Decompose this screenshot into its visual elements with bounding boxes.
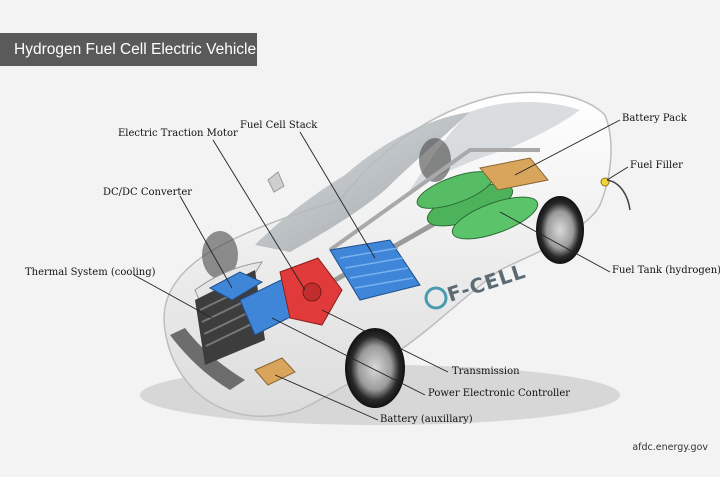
radiator — [195, 270, 265, 365]
front-wheel — [345, 328, 405, 408]
side-mirror — [267, 171, 285, 193]
coolant-line — [328, 148, 540, 252]
dcdc-converter-unit — [208, 271, 264, 301]
fuel-filler-cable — [606, 179, 631, 211]
source-credit: afdc.energy.gov — [632, 442, 708, 453]
aux-battery-unit — [254, 357, 296, 386]
leader-power-controller — [271, 317, 426, 396]
label-fuel-filler: Fuel Filler — [630, 160, 683, 171]
rear-wheel — [536, 196, 584, 264]
motor-hub — [302, 282, 322, 302]
hydrogen-tanks — [416, 171, 539, 240]
page-title: Hydrogen Fuel Cell Electric Vehicle — [0, 33, 257, 66]
leader-fuel-filler — [606, 166, 629, 181]
battery-pack-unit — [479, 157, 549, 191]
roof-glass — [410, 101, 580, 190]
leader-dcdc — [179, 195, 233, 289]
label-transmission: Transmission — [452, 366, 520, 377]
leader-lines — [133, 119, 629, 421]
leader-traction-motor — [212, 139, 306, 291]
fuel-cell-plates — [339, 247, 414, 289]
label-aux-battery: Battery (auxillary) — [380, 414, 473, 425]
label-thermal-system: Thermal System (cooling) — [25, 267, 156, 278]
leader-battery-pack — [514, 119, 621, 176]
label-fuel-cell-stack: Fuel Cell Stack — [240, 120, 318, 131]
label-dcdc-converter: DC/DC Converter — [103, 187, 193, 198]
label-fuel-tank: Fuel Tank (hydrogen) — [612, 265, 720, 276]
fcell-logo-mark — [424, 286, 448, 310]
windshield — [255, 112, 470, 252]
leader-fuel-cell-stack — [299, 131, 376, 259]
fuel-cell-stack-unit — [329, 239, 421, 301]
hydrogen-tank-2 — [451, 196, 539, 240]
leader-thermal — [133, 274, 213, 319]
leader-transmission — [321, 309, 449, 373]
leader-fuel-tank — [499, 211, 611, 273]
front-wheel-far — [202, 231, 238, 279]
label-traction-motor: Electric Traction Motor — [118, 128, 238, 139]
leader-aux-battery — [274, 374, 379, 421]
label-battery-pack: Battery Pack — [622, 113, 687, 124]
label-power-controller: Power Electronic Controller — [428, 388, 571, 399]
